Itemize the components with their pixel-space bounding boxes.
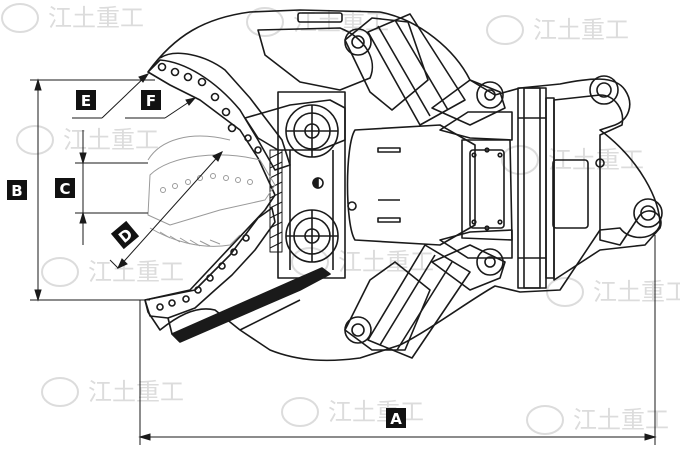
upper-jaw bbox=[147, 52, 291, 171]
lower-jaw-holes bbox=[156, 234, 250, 311]
mount-bracket bbox=[553, 94, 662, 281]
pivot-lower bbox=[285, 209, 339, 263]
watermark-tile: 江土重工 bbox=[41, 377, 184, 407]
watermark-tile: 江土重工 bbox=[526, 405, 669, 435]
watermark-tile: 江土重工 bbox=[16, 125, 159, 155]
watermark-layer: 江土重工 江土重工 江土重工 江土重工 江土重工 江土重工 江土重工 江土重工 bbox=[1, 3, 680, 435]
label-b-text: B bbox=[11, 182, 22, 200]
watermark-tile: 江土重工 bbox=[41, 257, 184, 287]
shear-body bbox=[144, 9, 663, 362]
watermark-brand-cn: 江土重工 bbox=[48, 4, 144, 32]
label-e-text: E bbox=[81, 92, 91, 110]
pivot-upper bbox=[285, 104, 339, 158]
label-tag-e: E bbox=[76, 90, 96, 110]
label-tag-d: D bbox=[110, 220, 140, 250]
watermark-brand-cn: 江土重工 bbox=[533, 16, 629, 44]
housing-outline bbox=[144, 9, 661, 362]
body-cutout bbox=[346, 124, 476, 246]
ghost-jaw-open bbox=[147, 135, 276, 247]
watermark-brand-cn: 江土重工 bbox=[338, 248, 434, 276]
watermark-tile: 江土重工 bbox=[1, 3, 144, 33]
blade-hatch bbox=[269, 149, 283, 253]
upper-cylinder bbox=[344, 13, 513, 141]
label-f-text: F bbox=[146, 92, 156, 110]
label-tag-c: C bbox=[55, 178, 75, 198]
upper-cutout bbox=[257, 27, 374, 91]
lower-blade-edge bbox=[171, 267, 331, 343]
rotator-flange bbox=[517, 87, 555, 289]
pivot-plate bbox=[277, 91, 346, 279]
watermark-tile: 江土重工 bbox=[291, 247, 434, 277]
watermark-tile: 江土重工 bbox=[281, 397, 424, 427]
rear-plate-bolts bbox=[471, 147, 503, 231]
label-c-text: C bbox=[59, 180, 70, 198]
dimension-lines bbox=[30, 73, 657, 445]
lower-cylinder bbox=[344, 229, 513, 359]
label-tag-f: F bbox=[141, 90, 161, 110]
watermark-brand-cn: 江土重工 bbox=[593, 278, 680, 306]
watermark-brand-cn: 江土重工 bbox=[88, 378, 184, 406]
upper-jaw-holes bbox=[157, 62, 262, 154]
top-bar bbox=[297, 12, 343, 23]
label-a-text: A bbox=[390, 410, 402, 428]
watermark-brand-cn: 江土重工 bbox=[573, 406, 669, 434]
label-tag-b: B bbox=[7, 180, 27, 200]
label-tag-a: A bbox=[386, 408, 406, 428]
rear-plate bbox=[461, 139, 513, 241]
watermark-tile: 江土重工 bbox=[546, 277, 680, 307]
watermark-tile: 江土重工 bbox=[486, 15, 629, 45]
watermark-brand-cn: 江土重工 bbox=[88, 258, 184, 286]
watermark-brand-cn: 江土重工 bbox=[63, 126, 159, 154]
watermark-brand-cn: 江土重工 bbox=[328, 398, 424, 426]
